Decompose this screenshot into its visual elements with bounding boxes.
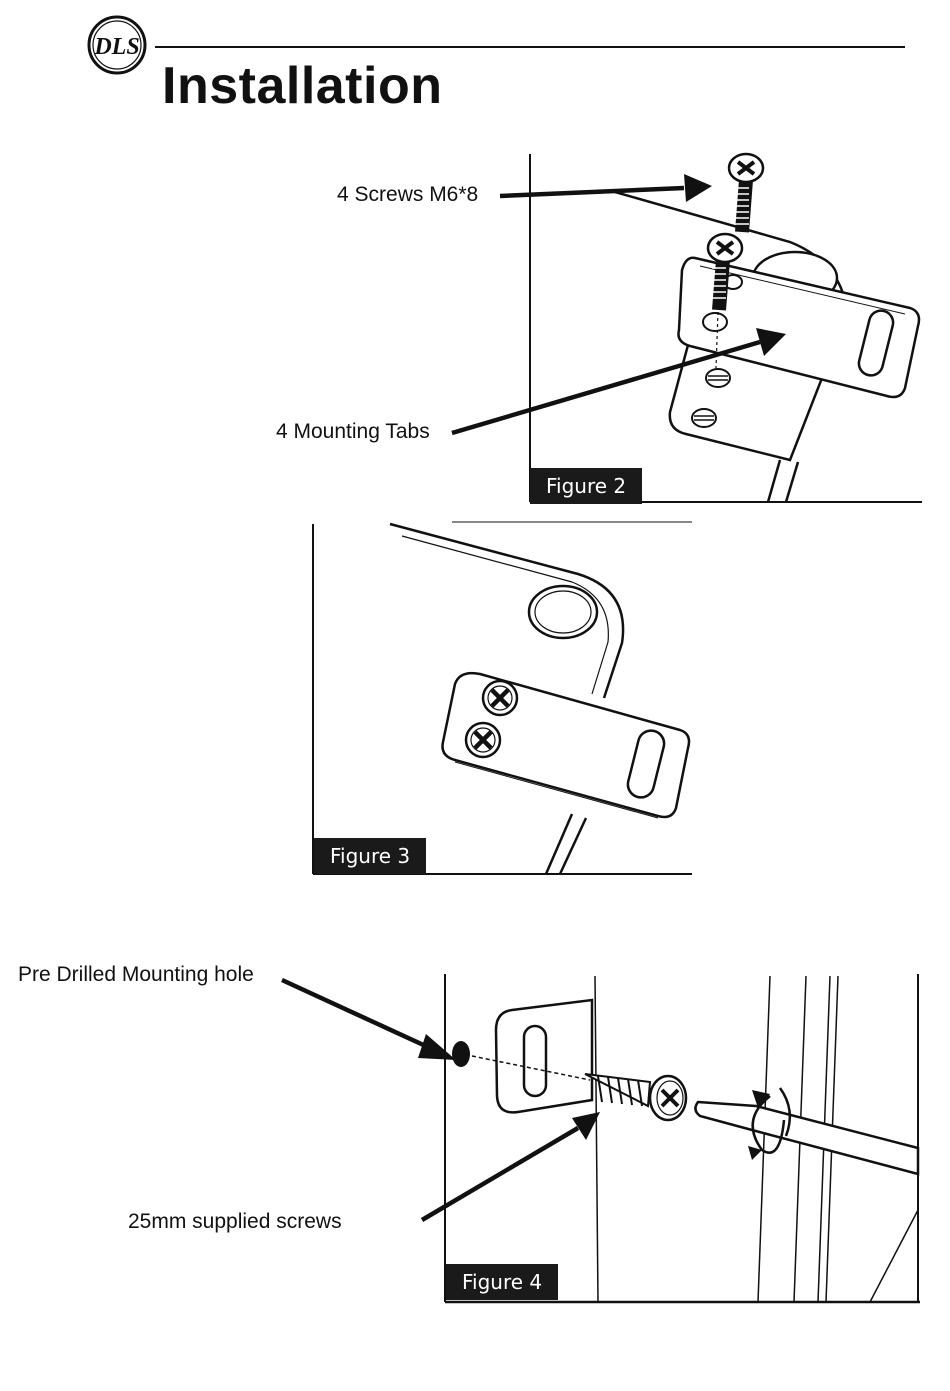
page-title: Installation [162,57,443,115]
figure-4-label: Figure 4 [446,1264,559,1300]
callout-supplied-screws: 25mm supplied screws [128,1210,342,1233]
figure-3-label: Figure 3 [314,838,427,874]
header-rule [155,46,905,48]
figure-2-label: Figure 2 [530,468,643,504]
brand-logo: DLS [87,15,147,75]
figure-2-illustration [529,152,922,503]
figure-3-illustration [312,521,692,875]
figure-4-illustration [444,974,920,1304]
svg-text:DLS: DLS [93,34,139,60]
arrow-hole [281,977,431,1051]
callout-screws-m6: 4 Screws M6*8 [337,183,479,206]
callout-pre-drilled-hole: Pre Drilled Mounting hole [18,963,254,986]
callout-mounting-tabs: 4 Mounting Tabs [276,420,430,443]
